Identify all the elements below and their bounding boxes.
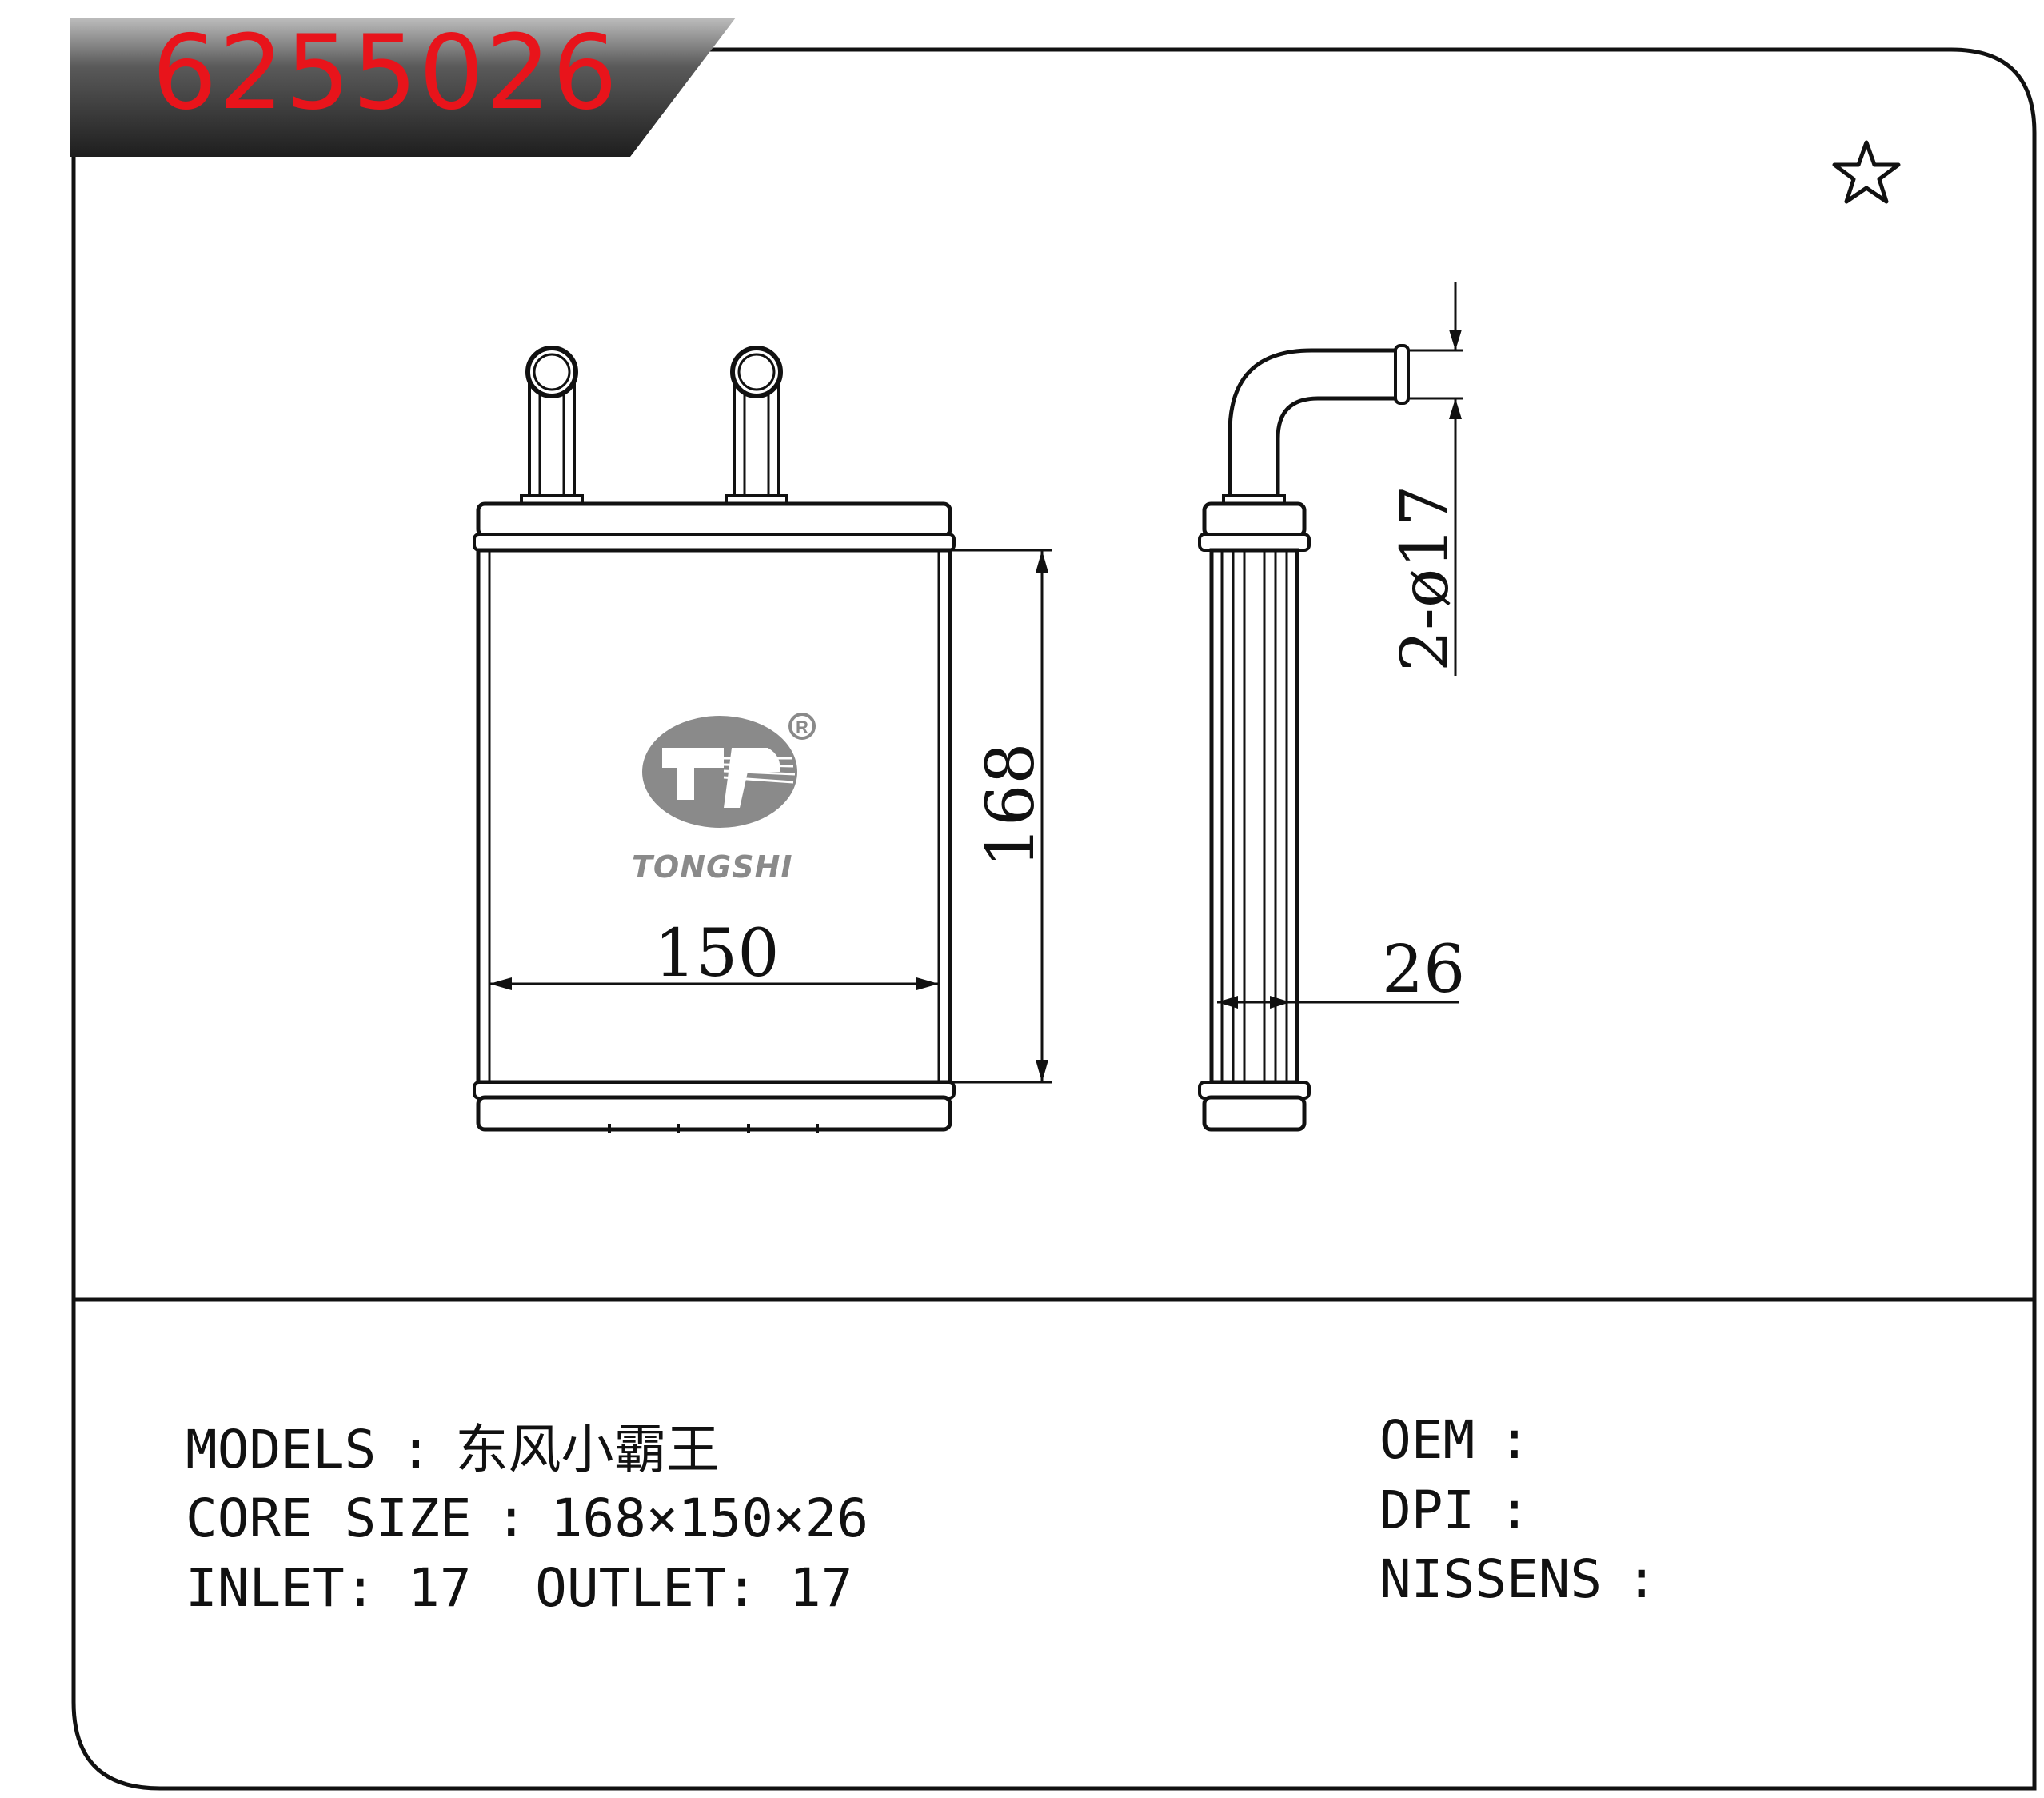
outlet-value: 17 xyxy=(789,1557,853,1619)
oem-label: OEM xyxy=(1379,1409,1475,1471)
width-dimension: 150 xyxy=(489,916,939,992)
pipe-diameter-dimension: 2-ø17 xyxy=(1387,282,1463,676)
dim-height: 168 xyxy=(973,742,1049,868)
nissens-colon: : xyxy=(1625,1548,1658,1610)
tongshi-logo: R TONGSHI xyxy=(632,713,816,885)
dpi-colon: : xyxy=(1498,1480,1531,1541)
core-size-label: CORE SIZE xyxy=(186,1488,472,1549)
inlet-value: 17 xyxy=(408,1557,472,1619)
nissens-label: NISSENS xyxy=(1379,1548,1603,1610)
bottom-tank xyxy=(476,1095,952,1132)
core-size-colon: : xyxy=(495,1488,528,1549)
models-label: MODELS xyxy=(186,1419,377,1480)
dim-pipe: 2-ø17 xyxy=(1387,485,1463,672)
side-view xyxy=(1198,344,1410,1132)
star-outline-icon[interactable] xyxy=(1830,138,1903,206)
models-value: 东风小霸王 xyxy=(455,1419,720,1480)
oem-colon: : xyxy=(1498,1409,1531,1471)
depth-dimension: 26 xyxy=(1217,932,1465,1009)
height-dimension: 168 xyxy=(950,549,1052,1084)
dim-width: 150 xyxy=(654,916,780,992)
dpi-row: DPI: xyxy=(1379,1484,1554,1537)
header-band xyxy=(70,18,736,157)
inlet-pipe xyxy=(520,346,584,507)
core-size-value: 168×150×26 xyxy=(550,1488,869,1549)
brand-text: TONGSHI xyxy=(632,849,793,885)
models-colon: : xyxy=(400,1419,432,1480)
dpi-label: DPI xyxy=(1379,1480,1475,1541)
heater-core-drawing: R TONGSHI 150 168 xyxy=(473,282,1465,1133)
core-size-row: CORE SIZE:168×150×26 xyxy=(186,1492,868,1545)
top-tank xyxy=(476,501,952,538)
outlet-pipe xyxy=(725,346,788,507)
dim-depth: 26 xyxy=(1382,932,1465,1008)
svg-text:R: R xyxy=(796,717,808,737)
front-view xyxy=(473,346,956,1133)
inlet-label: INLET: xyxy=(186,1557,377,1619)
oem-row: OEM: xyxy=(1379,1414,1554,1467)
registered-mark-icon: R xyxy=(788,713,816,740)
part-number: 6255026 xyxy=(152,14,620,133)
nissens-row: NISSENS: xyxy=(1379,1553,1681,1606)
inlet-outlet-row: INLET: 17 OUTLET: 17 xyxy=(186,1562,853,1615)
models-row: MODELS:东风小霸王 xyxy=(186,1424,720,1476)
outlet-label: OUTLET: xyxy=(535,1557,758,1619)
